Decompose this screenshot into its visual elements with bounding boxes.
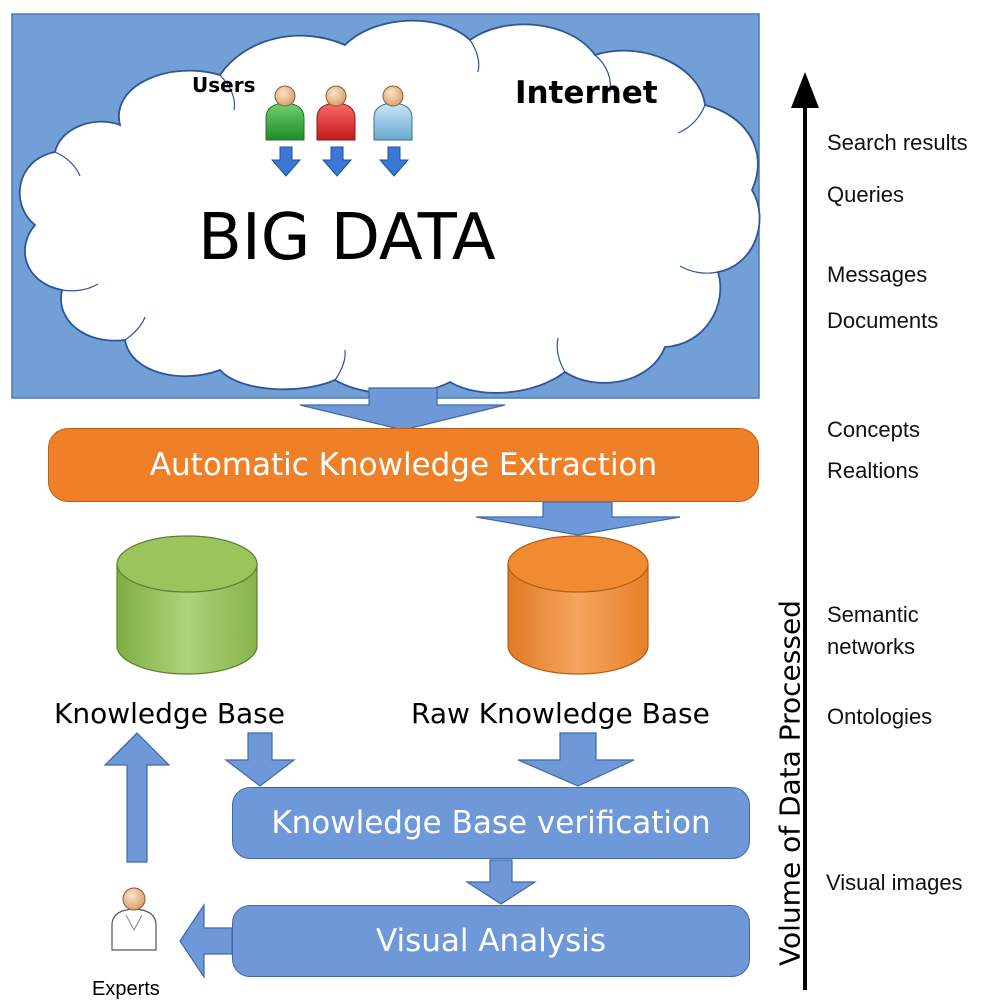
arrow-kb-to-verification xyxy=(224,732,296,787)
level-messages: Messages xyxy=(827,262,928,287)
arrow-cloud-to-extraction xyxy=(299,387,506,431)
cloud-inner-curves xyxy=(54,39,719,381)
arrow-experts-to-knowledge-base xyxy=(103,732,171,863)
level-queries: Queries xyxy=(827,182,905,207)
arrow-verification-to-visual-analysis xyxy=(464,859,538,905)
level-search-results: Search results xyxy=(827,130,968,155)
cloud-shape xyxy=(18,19,761,395)
level-visual-images: Visual images xyxy=(826,870,963,895)
level-documents: Documents xyxy=(827,308,939,333)
big-data-label: BIG DATA xyxy=(198,201,496,275)
internet-panel xyxy=(11,13,761,399)
light-blue-user-icon xyxy=(373,85,413,141)
visual-analysis-label: Visual Analysis xyxy=(375,923,607,959)
level-concepts: Concepts xyxy=(827,417,920,442)
users-label: Users xyxy=(192,73,256,97)
internet-label: Internet xyxy=(515,75,658,111)
knowledge-base-verification-box: Knowledge Base verification xyxy=(232,787,750,859)
arrow-raw-kb-to-verification xyxy=(517,732,635,787)
knowledge-base-verification-label: Knowledge Base verification xyxy=(271,805,711,841)
green-user-icon xyxy=(265,85,305,141)
automatic-knowledge-extraction-box: Automatic Knowledge Extraction xyxy=(48,428,759,502)
user-down-arrows xyxy=(270,146,410,177)
level-realtions: Realtions xyxy=(827,458,919,483)
visual-analysis-box: Visual Analysis xyxy=(232,905,750,977)
arrow-visual-analysis-to-experts xyxy=(179,903,233,979)
expert-user-icon xyxy=(111,887,157,951)
raw-knowledge-base-label: Raw Knowledge Base xyxy=(411,697,710,730)
raw-knowledge-base-database-icon xyxy=(507,535,649,675)
level-semantic-networks: Semantic networks xyxy=(827,602,919,659)
volume-axis-arrow xyxy=(791,72,819,990)
knowledge-base-database-icon xyxy=(116,535,258,675)
volume-axis-label: Volume of Data Processed xyxy=(773,600,807,966)
experts-label: Experts xyxy=(92,978,160,1000)
automatic-knowledge-extraction-label: Automatic Knowledge Extraction xyxy=(149,447,658,483)
knowledge-base-label: Knowledge Base xyxy=(54,697,285,730)
arrow-extraction-to-raw-kb xyxy=(475,501,681,536)
red-user-icon xyxy=(316,85,356,141)
level-ontologies: Ontologies xyxy=(827,704,933,729)
